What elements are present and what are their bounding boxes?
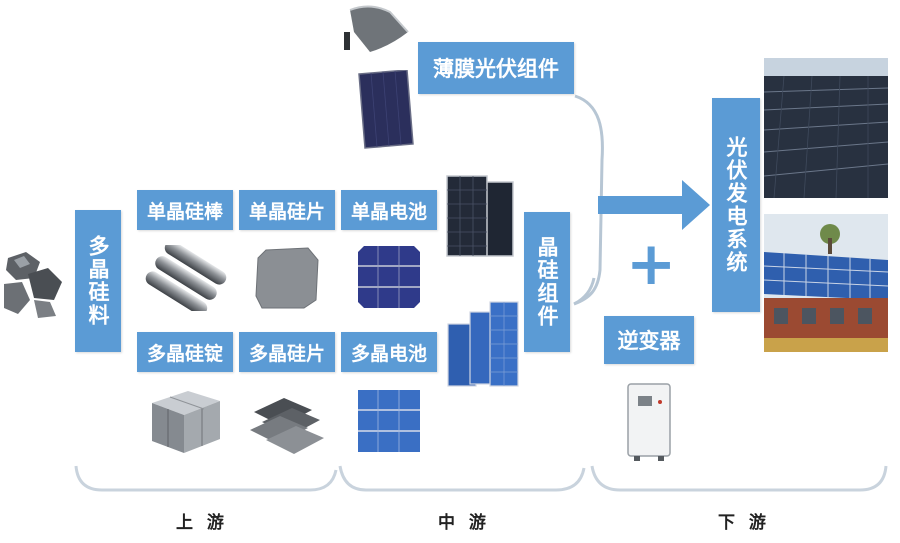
inverter-image: [627, 383, 671, 461]
midstream-label: 中 游: [438, 513, 490, 533]
upstream-bracket: [74, 465, 338, 492]
rooftop-solar-image: [764, 214, 888, 352]
plus-sign: +: [626, 229, 677, 299]
multi-wafer-image: [250, 398, 324, 454]
flow-arrow: [598, 180, 710, 230]
upstream-label: 上 游: [176, 513, 228, 533]
mono-cell-image: [358, 246, 420, 308]
solar-farm-image: [764, 58, 888, 198]
multi-cell-box: 多晶电池: [341, 332, 437, 372]
multi-ingot-image: [152, 391, 220, 453]
inverter-box: 逆变器: [604, 316, 694, 364]
multi-cell-label: 多晶电池: [350, 342, 427, 365]
mono-ingot-label: 单晶硅棒: [146, 200, 223, 223]
downstream-label: 下 游: [718, 513, 770, 533]
downstream-bracket: [590, 465, 888, 492]
multi-ingot-box: 多晶硅锭: [137, 332, 233, 372]
inverter-label: 逆变器: [617, 329, 681, 353]
mono-ingot-box: 单晶硅棒: [137, 190, 233, 230]
polysilicon-chunks-image: [4, 252, 62, 318]
mono-wafer-box: 单晶硅片: [239, 190, 335, 230]
thin-film-panel-image: [358, 70, 414, 149]
thin-film-module-box: 薄膜光伏组件: [418, 42, 574, 94]
multi-wafer-label: 多晶硅片: [248, 342, 325, 365]
mono-cell-label: 单晶电池: [350, 200, 427, 223]
crystalline-module-box: 晶硅组件: [524, 212, 570, 352]
crystalline-module-label: 晶硅组件: [535, 236, 559, 328]
polysilicon-material-box: 多晶硅料: [75, 210, 121, 352]
thin-film-module-label: 薄膜光伏组件: [433, 57, 559, 81]
mono-wafer-image: [255, 247, 319, 309]
mono-wafer-label: 单晶硅片: [248, 200, 325, 223]
crystalline-bracket: [573, 277, 596, 306]
pv-system-box: 光伏发电系统: [712, 98, 760, 312]
pv-system-label: 光伏发电系统: [724, 136, 748, 274]
thin-film-flexible-image: [344, 5, 409, 53]
multi-cell-image: [358, 390, 420, 452]
mono-ingot-image: [145, 245, 227, 311]
midstream-bracket: [338, 465, 586, 492]
mono-cell-box: 单晶电池: [341, 190, 437, 230]
polysilicon-material-label: 多晶硅料: [86, 235, 110, 327]
multi-wafer-box: 多晶硅片: [239, 332, 335, 372]
multi-ingot-label: 多晶硅锭: [146, 342, 223, 365]
mono-module-image: [446, 175, 514, 257]
thin-film-bracket: [573, 94, 604, 306]
multi-module-image: [447, 301, 519, 387]
